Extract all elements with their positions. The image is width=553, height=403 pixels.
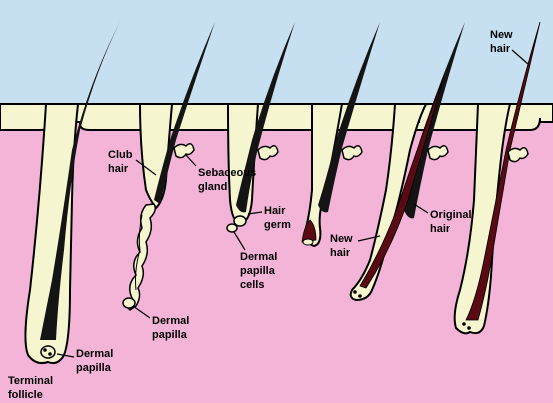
club-hair-shaft (154, 22, 215, 204)
new-hair-shaft (359, 75, 445, 289)
air-background (0, 0, 553, 112)
terminal-follicle (24, 22, 120, 365)
club-hair-shaft (236, 22, 295, 213)
skin-background (0, 112, 553, 403)
follicle-sheath (453, 103, 512, 335)
dermal-papilla-cells (226, 223, 238, 233)
telogen-follicle (226, 22, 295, 233)
hair-shaft (40, 22, 120, 340)
club-hair-shaft (318, 22, 380, 213)
sebaceous-gland (341, 145, 363, 161)
follicle-sheath (24, 103, 80, 365)
dermal-papilla (122, 297, 136, 309)
hair-germ (233, 215, 247, 227)
new-hair-germ (301, 219, 317, 243)
new-hair-shaft (465, 21, 541, 321)
follicle-sheath (349, 103, 428, 302)
sebaceous-gland (427, 145, 449, 161)
regressing-epithelial-strand (126, 203, 157, 311)
leader-lines (56, 49, 529, 358)
original-hair-shaft (404, 22, 465, 219)
sebaceous-gland (257, 145, 279, 161)
mid-anagen-follicle (349, 22, 465, 302)
sebaceous-gland (507, 147, 529, 163)
catagen-follicle (122, 22, 215, 311)
dermal-papilla (40, 345, 56, 359)
late-anagen-follicle (453, 21, 541, 335)
sebaceous-gland (173, 143, 195, 159)
early-anagen-follicle (301, 22, 380, 248)
